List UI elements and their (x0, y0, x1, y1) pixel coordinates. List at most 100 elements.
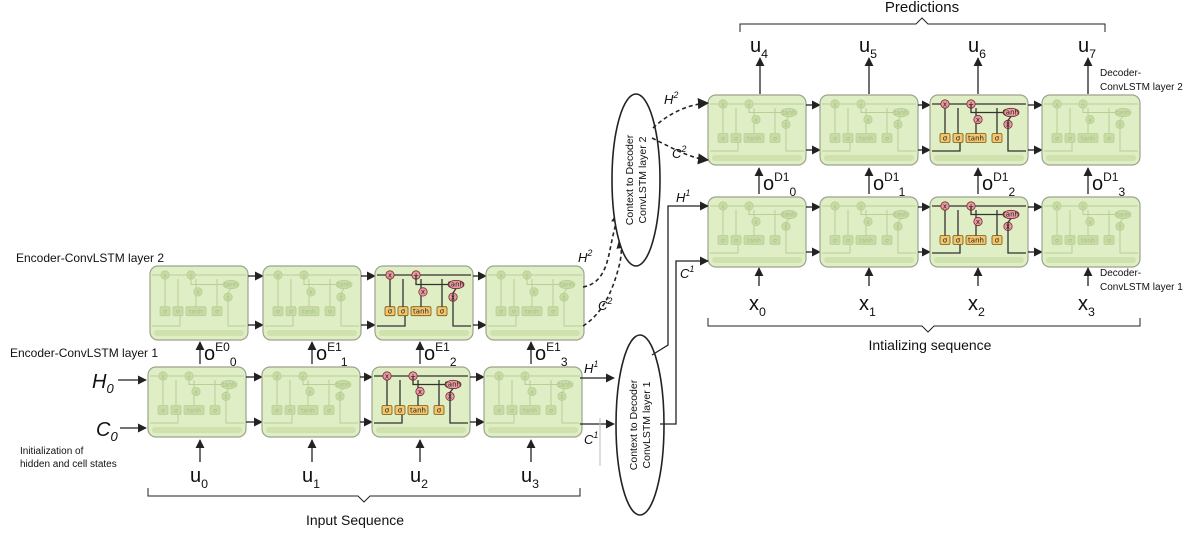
svg-text:tanh: tanh (410, 407, 426, 415)
svg-text:Context to Decoder: Context to Decoder (624, 134, 636, 225)
svg-text:H1: H1 (584, 359, 598, 376)
svg-text:x: x (276, 272, 280, 279)
svg-text:tanh: tanh (187, 408, 201, 415)
decoder-output-2: oD12 (982, 170, 1015, 199)
encoder-output-0: oE00 (204, 340, 237, 369)
svg-text:tanh: tanh (189, 309, 203, 316)
svg-text:x: x (163, 272, 167, 279)
svg-text:tanh: tanh (525, 309, 539, 316)
svg-text:σ: σ (388, 308, 393, 316)
svg-text:C0: C0 (96, 419, 118, 444)
svg-text:tanh: tanh (336, 382, 350, 389)
svg-text:x: x (309, 289, 313, 296)
c1-label-dec: C1 (680, 264, 694, 281)
c2-dashed-dec (651, 137, 710, 165)
svg-text:σ: σ (734, 238, 738, 245)
svg-text:σ: σ (163, 309, 167, 316)
svg-text:x: x (499, 272, 503, 279)
svg-text:x: x (194, 389, 198, 396)
svg-text:x: x (754, 117, 758, 124)
svg-text:σ: σ (551, 309, 555, 316)
predictions-title: Predictions (885, 0, 959, 16)
context-ellipse-layer2: Context to Decoder ConvLSTM layer 2 (611, 93, 661, 267)
svg-text:σ: σ (995, 237, 1000, 245)
svg-text:tanh: tanh (1081, 136, 1095, 143)
svg-text:σ: σ (773, 238, 777, 245)
svg-text:x: x (976, 116, 980, 124)
svg-text:tanh: tanh (1116, 212, 1130, 219)
svg-text:σ: σ (328, 309, 332, 316)
svg-text:x: x (754, 219, 758, 226)
svg-text:tanh: tanh (782, 110, 796, 117)
svg-text:x: x (943, 100, 947, 108)
svg-text:σ: σ (499, 309, 503, 316)
svg-text:x: x (530, 389, 534, 396)
svg-text:σ: σ (440, 308, 445, 316)
svg-text:x: x (721, 203, 725, 210)
svg-text:x: x (308, 389, 312, 396)
svg-text:tanh: tanh (222, 382, 236, 389)
c1-label-enc: C1 (584, 430, 598, 447)
predictions-brace (739, 17, 1106, 32)
decoder-layer2-label-line1: Decoder- (1100, 68, 1141, 79)
svg-text:σ: σ (276, 309, 280, 316)
svg-text:σ: σ (275, 408, 279, 415)
h2-label-dec: H2 (664, 90, 678, 107)
svg-text:σ: σ (956, 135, 961, 143)
svg-text:H0: H0 (92, 371, 114, 396)
svg-text:x: x (866, 117, 870, 124)
svg-text:tanh: tanh (1003, 109, 1019, 117)
decoder-output-3: oD13 (1092, 170, 1125, 199)
svg-text:tanh: tanh (1003, 211, 1019, 219)
svg-text:tanh: tanh (747, 136, 761, 143)
svg-text:ConvLSTM layer 1: ConvLSTM layer 1 (641, 381, 653, 468)
svg-text:σ: σ (1055, 136, 1059, 143)
svg-text:x: x (833, 203, 837, 210)
svg-text:x: x (943, 202, 947, 210)
prediction-u7: u7 (1078, 35, 1096, 61)
svg-text:x: x (976, 218, 980, 226)
h2-dashed-dec (652, 97, 710, 129)
svg-text:x: x (721, 101, 725, 108)
c2-label-enc: C2 (598, 296, 612, 313)
prediction-u6: u6 (968, 35, 986, 61)
decoder-output-0: oD10 (763, 170, 796, 199)
svg-text:σ: σ (773, 136, 777, 143)
svg-text:x: x (866, 219, 870, 226)
encoder-layer1-label: Encoder-ConvLSTM layer 1 (10, 346, 158, 360)
encoder-input-u1: u1 (302, 465, 320, 491)
svg-text:σ: σ (176, 309, 180, 316)
svg-text:C2: C2 (598, 296, 612, 313)
svg-text:tanh: tanh (859, 238, 873, 245)
svg-text:tanh: tanh (747, 238, 761, 245)
svg-text:σ: σ (1055, 238, 1059, 245)
decoder-output-1: oD11 (873, 170, 906, 199)
svg-text:σ: σ (956, 237, 961, 245)
svg-text:tanh: tanh (1081, 238, 1095, 245)
svg-text:σ: σ (833, 238, 837, 245)
h1-label-dec: H1 (676, 188, 690, 205)
svg-text:x: x (1088, 117, 1092, 124)
decoder-layer1-label-line2: ConvLSTM layer 1 (1100, 282, 1183, 293)
svg-text:σ: σ (398, 407, 403, 415)
svg-text:tanh: tanh (968, 237, 984, 245)
svg-text:x: x (196, 289, 200, 296)
svg-text:x: x (385, 372, 389, 380)
svg-text:x: x (1055, 203, 1059, 210)
svg-text:C2: C2 (672, 144, 686, 161)
svg-text:tanh: tanh (224, 282, 238, 289)
svg-text:σ: σ (943, 135, 948, 143)
svg-text:σ: σ (885, 136, 889, 143)
